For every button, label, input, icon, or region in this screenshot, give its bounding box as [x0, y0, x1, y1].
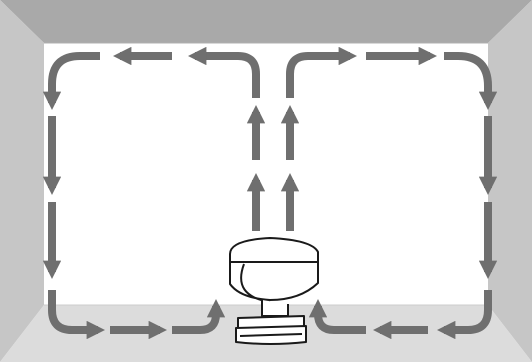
- right-wall: [488, 0, 532, 362]
- device-top-cap: [229, 237, 319, 263]
- curved-arrow-icon: [42, 52, 100, 110]
- device-base-line: [239, 333, 303, 337]
- curved-arrow-icon: [172, 299, 226, 334]
- curved-arrow-icon: [444, 52, 498, 110]
- curved-arrow-icon: [286, 46, 357, 98]
- curved-arrow-icon: [437, 290, 492, 340]
- ceiling-wall: [0, 0, 532, 43]
- curved-arrow-icon: [48, 290, 105, 340]
- air-conditioner-icon: [229, 237, 319, 345]
- device-head: [229, 261, 319, 301]
- airflow-arrows: [42, 46, 498, 340]
- curved-arrow-icon: [308, 299, 366, 334]
- curved-arrow-icon: [188, 46, 260, 98]
- left-wall: [0, 0, 44, 362]
